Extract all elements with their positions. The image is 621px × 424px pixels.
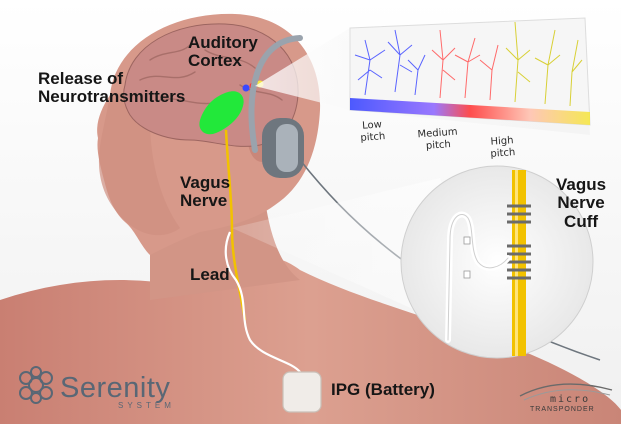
vagus-nerve-label: Vagus Nerve (180, 174, 230, 211)
vagus-nerve-cuff-label: Vagus Nerve Cuff (556, 176, 606, 231)
auditory-cortex-label: Auditory Cortex (188, 34, 258, 71)
medium-pitch-label: Medium pitch (417, 127, 459, 153)
tonotopic-dot-blue (243, 85, 250, 92)
ipg-battery-label: IPG (Battery) (331, 381, 435, 399)
micro-logo-text: micro (550, 394, 590, 405)
high-pitch-label: High pitch (489, 135, 515, 160)
lead-label: Lead (190, 266, 230, 284)
transponder-logo-text: TRANSPONDER (530, 406, 595, 413)
low-pitch-label: Low pitch (359, 119, 385, 144)
release-of-neurotransmitters-label: Release of Neurotransmitters (38, 70, 185, 107)
ipg-battery (283, 372, 321, 412)
serenity-system-text: SYSTEM (118, 401, 175, 410)
